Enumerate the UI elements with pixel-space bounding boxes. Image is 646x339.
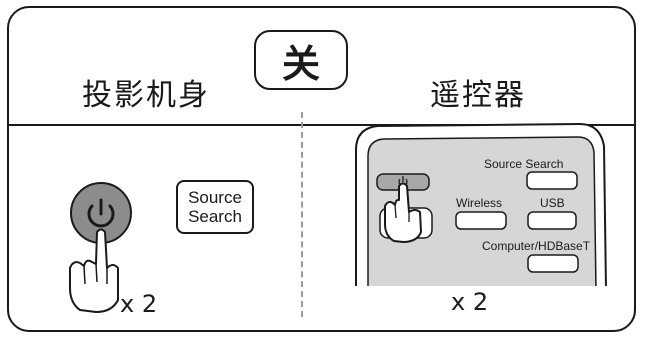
- title-text: 关: [281, 41, 320, 86]
- remote-computer-button[interactable]: [527, 254, 579, 273]
- power-icon: [87, 198, 115, 228]
- remote-wireless-button[interactable]: [455, 211, 507, 230]
- remote-heading: 遥控器: [430, 78, 526, 113]
- remote-press-count: x 2: [451, 288, 489, 316]
- remote-source-search-button[interactable]: [526, 171, 578, 190]
- source-search-button[interactable]: Source Search: [176, 180, 254, 234]
- source-search-line1: Source: [188, 188, 242, 207]
- projector-power-button[interactable]: [70, 182, 132, 244]
- source-search-line2: Search: [188, 207, 242, 226]
- pressing-hand-icon: [69, 228, 119, 313]
- projector-heading: 投影机身: [82, 78, 210, 113]
- remote-source-search-label: Source Search: [484, 157, 563, 171]
- remote-usb-button[interactable]: [527, 211, 577, 230]
- remote-wireless-label: Wireless: [456, 196, 502, 210]
- remote-usb-label: USB: [540, 196, 565, 210]
- remote-computer-label: Computer/HDBaseT: [482, 239, 591, 253]
- header-divider: [9, 124, 634, 126]
- section-divider: [301, 112, 303, 317]
- remote-pressing-hand-icon: [384, 182, 422, 243]
- title-box: 关: [254, 30, 348, 90]
- projector-press-count: x 2: [120, 290, 158, 318]
